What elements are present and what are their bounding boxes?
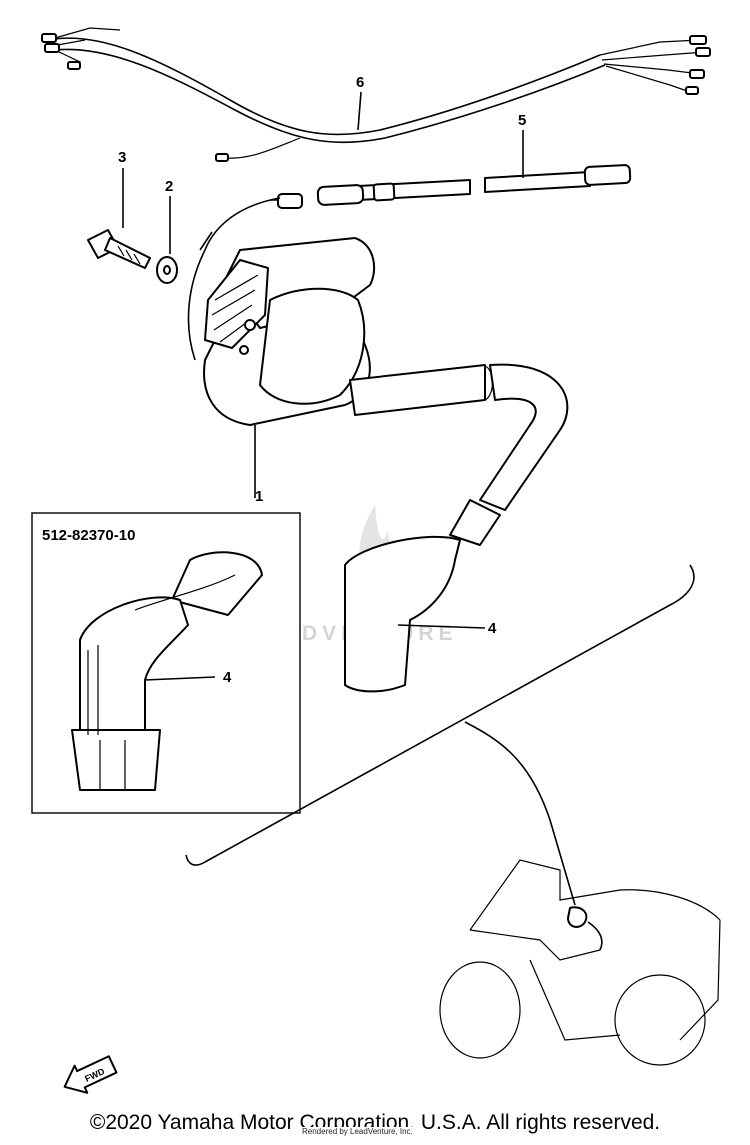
wire-harness <box>41 27 711 162</box>
motorcycle-outline <box>439 859 721 1066</box>
ignition-lead <box>479 363 569 511</box>
callout-4: 4 <box>488 620 497 637</box>
callout-2: 2 <box>165 178 173 195</box>
ignition-coil <box>187 231 494 498</box>
locator-frame <box>185 564 695 906</box>
washer <box>156 196 178 284</box>
callout-1: 1 <box>255 488 263 505</box>
render-credit: Rendered by LeadVenture, Inc. <box>300 1127 415 1136</box>
inset-plug-cap <box>71 551 263 791</box>
spark-plug-cap <box>344 499 501 693</box>
bolt <box>87 168 151 269</box>
high-tension-cord <box>204 164 632 251</box>
callout-6: 6 <box>356 74 364 91</box>
copyright-notice: ©2020 Yamaha Motor Corporation, U.S.A. A… <box>89 1111 661 1134</box>
callout-3: 3 <box>118 149 126 166</box>
inset-part-number: 512-82370-10 <box>42 527 135 544</box>
callout-4-inset: 4 <box>223 669 232 686</box>
fwd-arrow: FWD <box>63 1055 118 1094</box>
callout-5: 5 <box>518 112 526 129</box>
inset-panel: 512-82370-10 <box>31 512 301 814</box>
